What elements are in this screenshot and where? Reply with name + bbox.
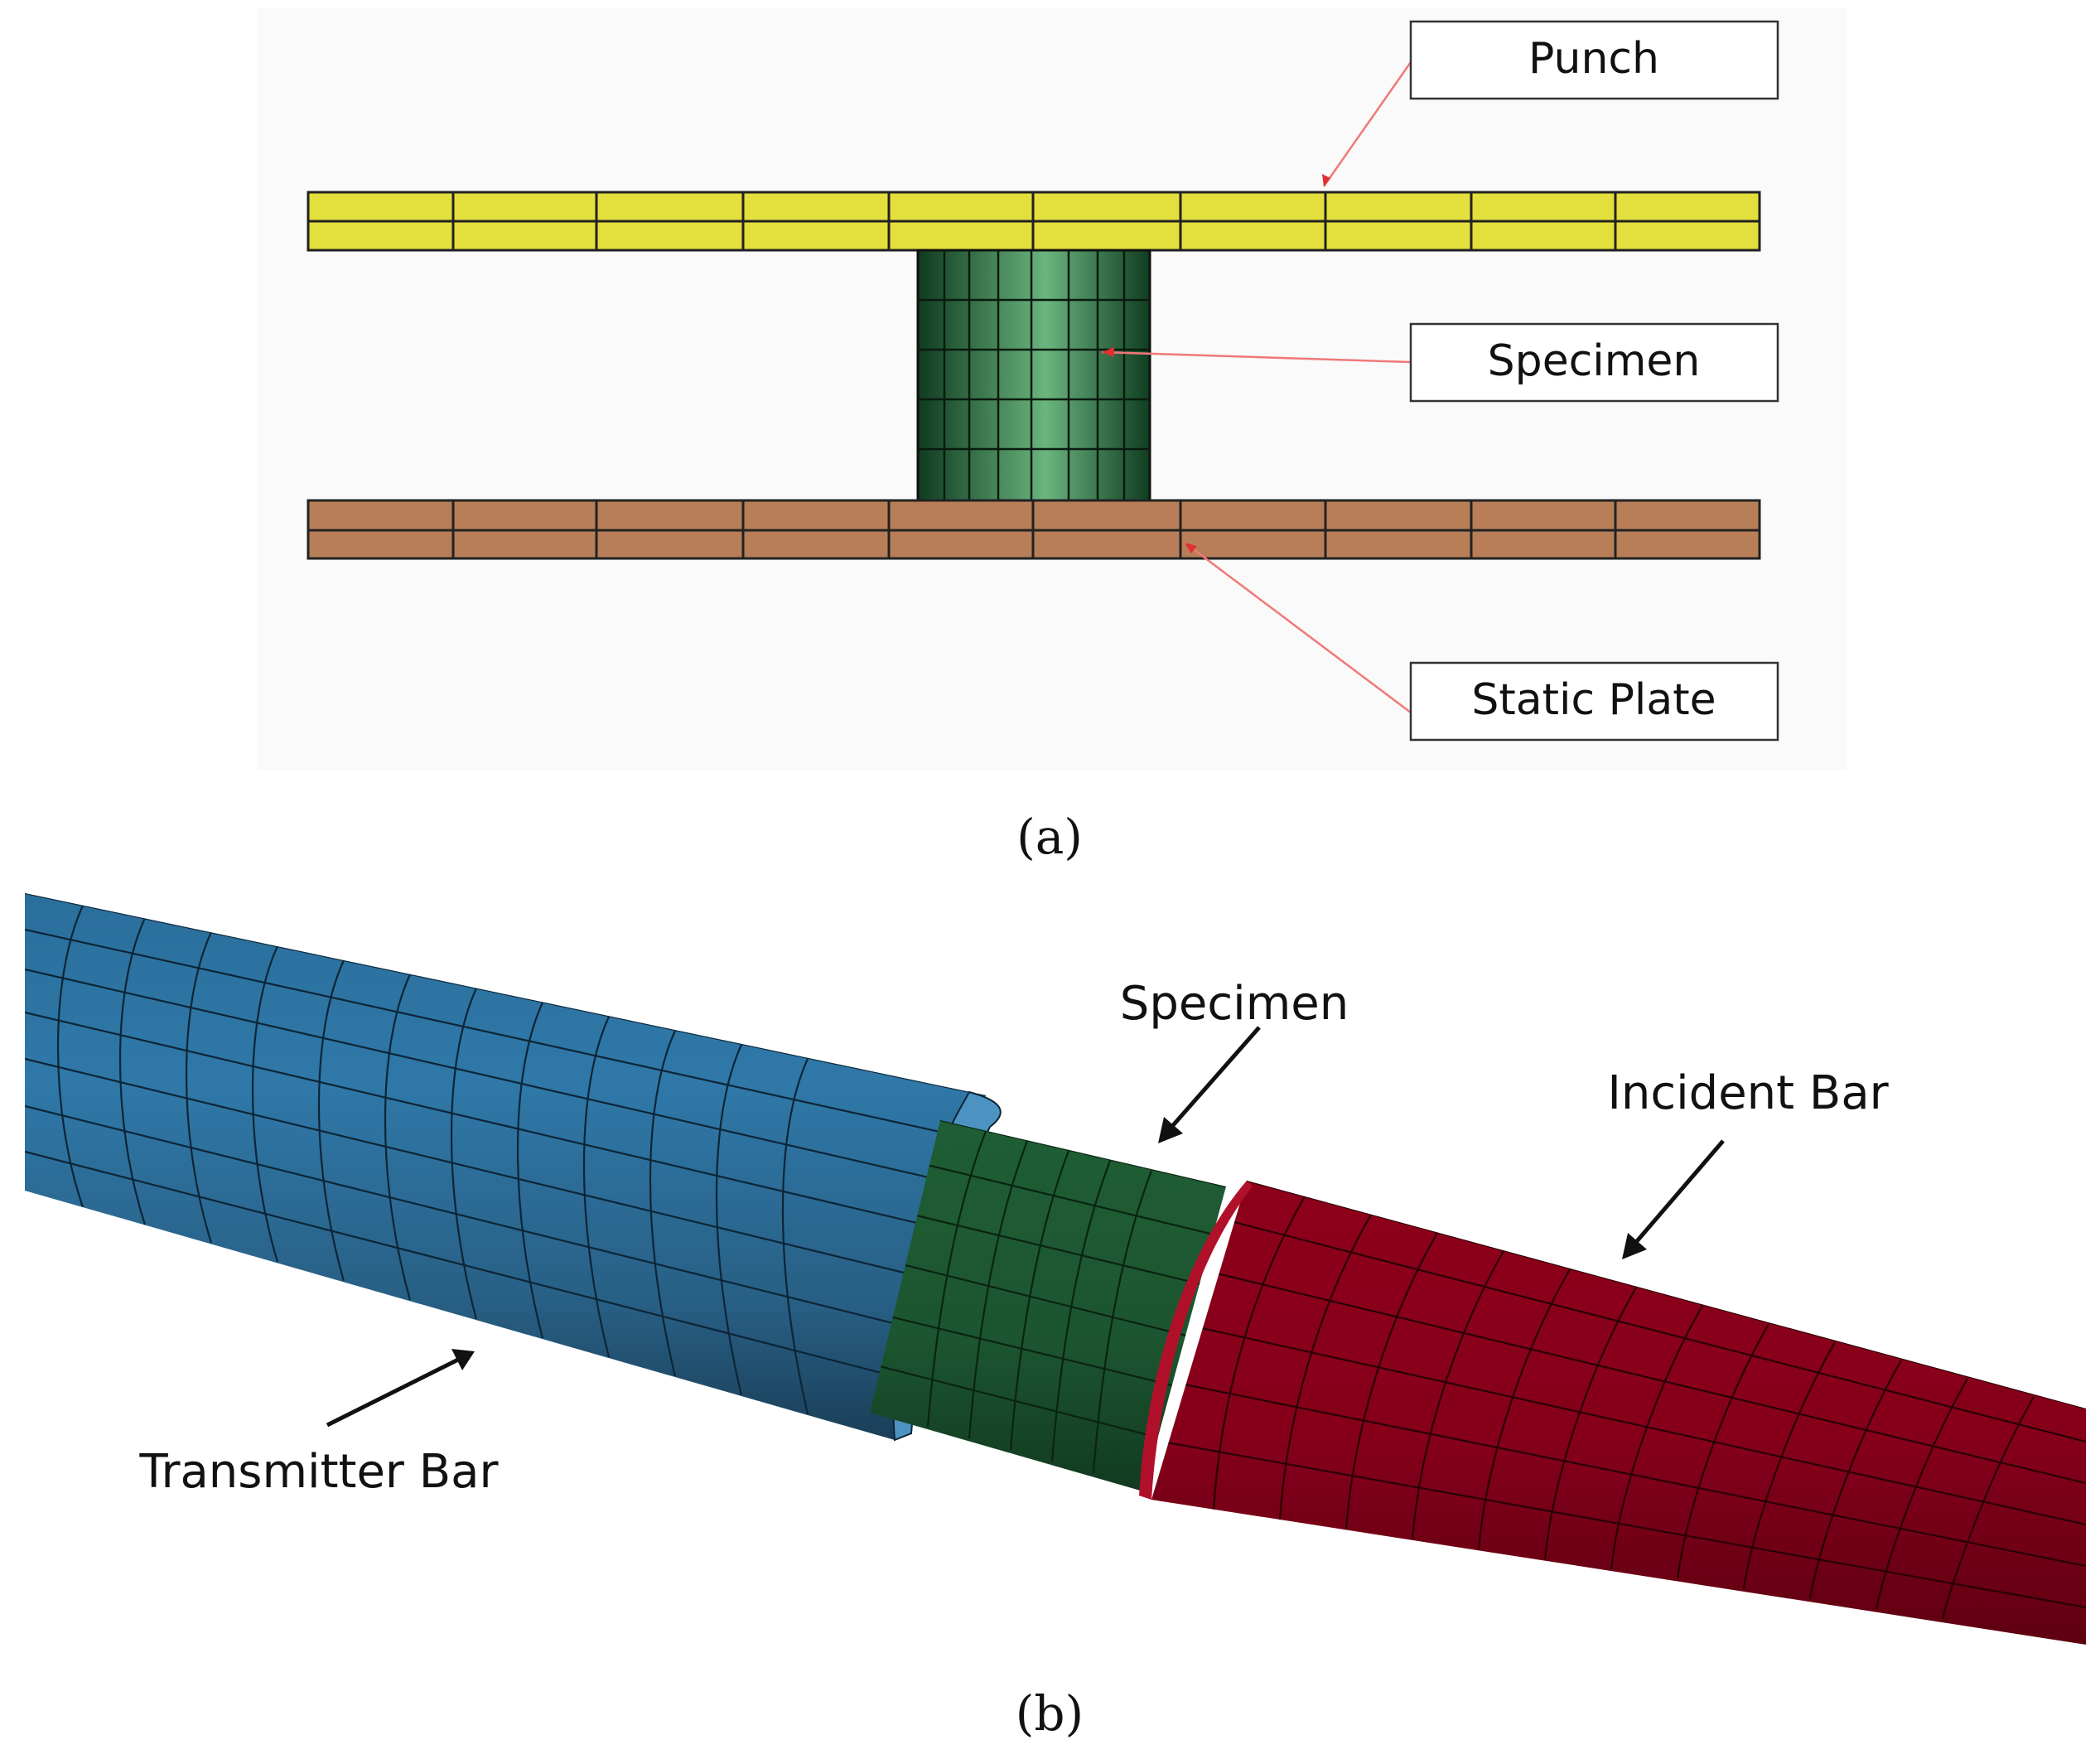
arrows-b [326,1026,1725,1428]
punch-leader-arrowhead [1322,174,1330,186]
specimen-leader [1101,350,1412,364]
punch-plate [307,191,1761,252]
transmitter-bar-label: Transmitter Bar [138,1445,499,1499]
specimen-b [870,1120,1226,1491]
transmitter-bar-arrow [326,1356,461,1428]
incident-bar-label: Incident Bar [1607,1066,1889,1120]
specimen-arrowhead [1158,1117,1183,1143]
static-plate-label-box: Static Plate [1409,661,1779,742]
specimen-label-b: Specimen [1120,977,1349,1031]
incident-bar-arrowhead [1622,1233,1647,1259]
specimen-label-box: Specimen [1409,322,1779,403]
transmitter-bar-arrowhead [451,1349,475,1370]
punch-label-box: Punch [1409,20,1779,100]
caption-b: (b) [1016,1685,1084,1742]
specimen-leader-arrowhead [1102,347,1114,357]
incident-bar-arrow [1630,1139,1725,1249]
punch-label: Punch [1528,34,1659,84]
static-plate [307,499,1761,560]
static-plate-leader [1184,542,1412,713]
specimen-cylinder [916,249,1151,502]
panel-b: Specimen Incident Bar Transmitter Bar (b… [25,893,2086,1742]
incident-bar [1139,1181,2086,1645]
incident-bar-end-face [1139,1181,1253,1500]
panel-a: Punch Specimen Static Plate (a) [257,8,1847,865]
transmitter-bar [25,893,1002,1442]
punch-leader [1322,61,1412,187]
specimen-label-a: Specimen [1488,336,1701,386]
leader-lines [1101,61,1412,713]
static-plate-label: Static Plate [1471,675,1716,725]
caption-a: (a) [1016,809,1083,865]
specimen-arrow [1166,1026,1261,1133]
static-plate-leader-arrowhead [1185,543,1197,553]
